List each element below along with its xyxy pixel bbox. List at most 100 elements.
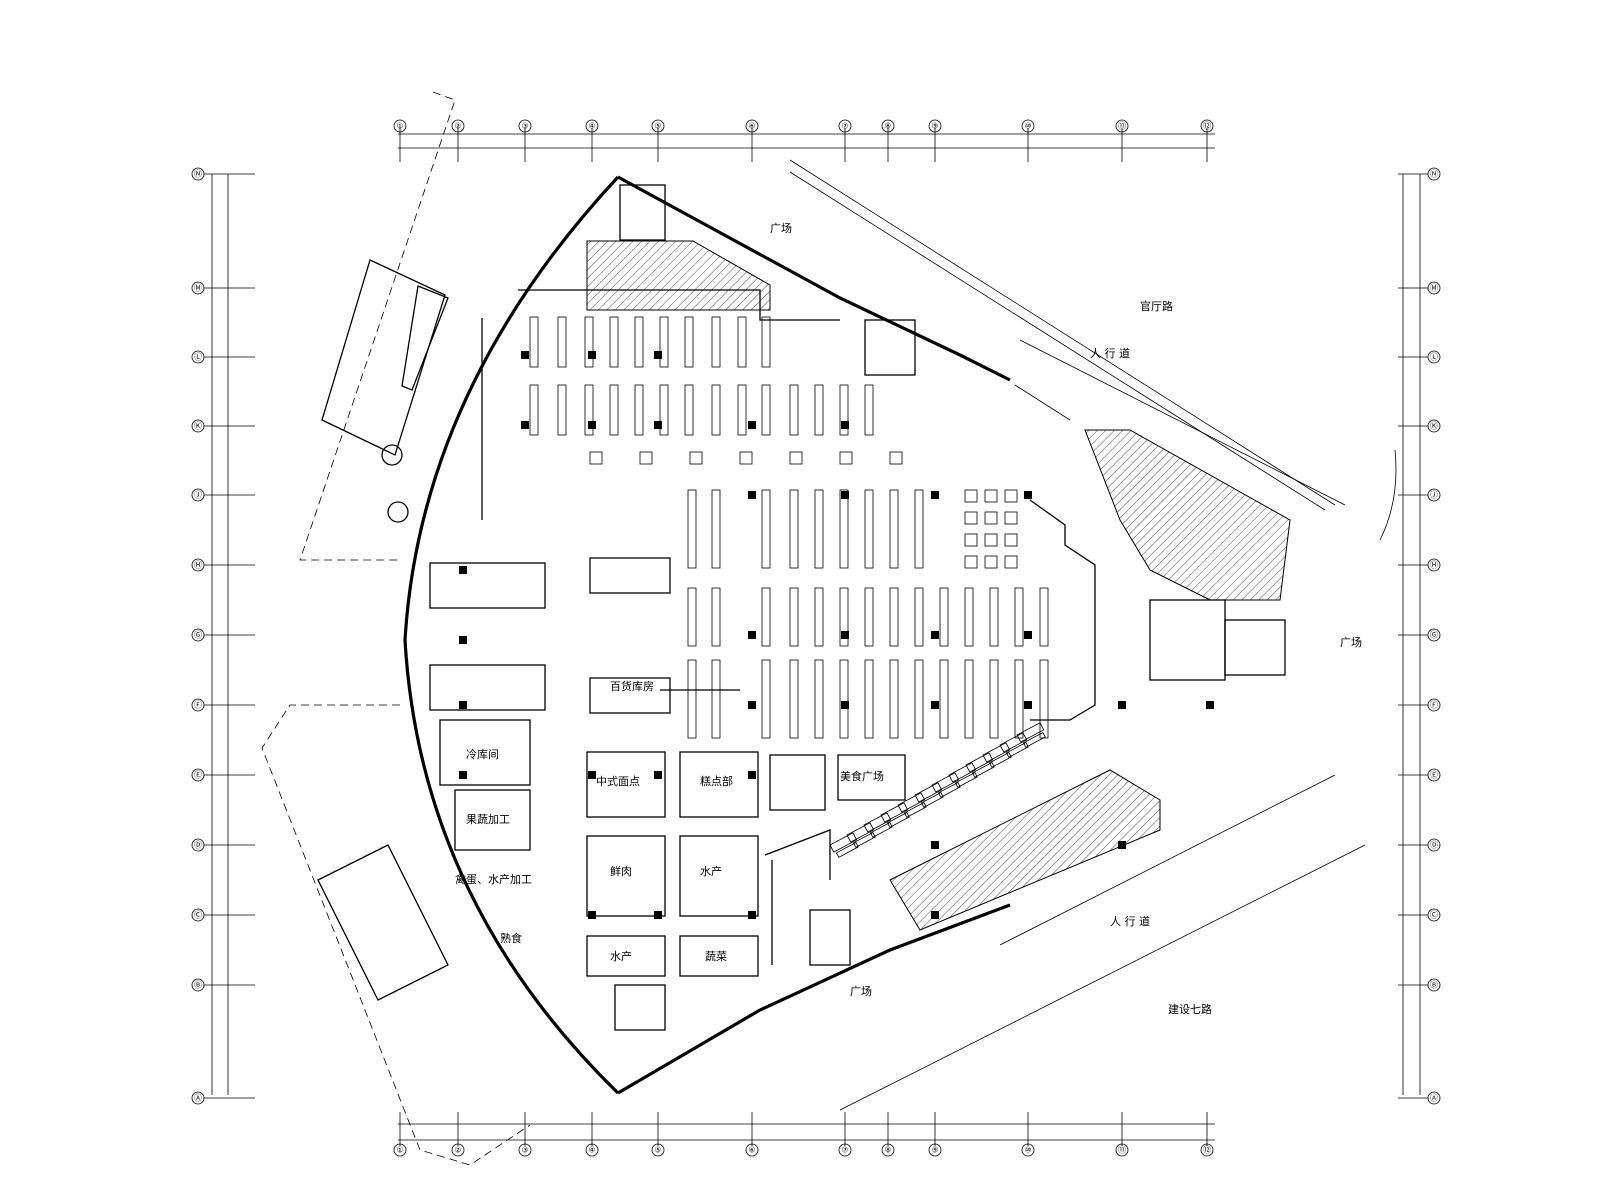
shelf xyxy=(939,587,949,647)
svg-text:Ⓓ: Ⓓ xyxy=(194,841,202,850)
axis-bubble-col: ⑤ xyxy=(651,1143,665,1157)
axis-bubble-col: ② xyxy=(451,119,465,133)
display-case xyxy=(1004,555,1018,569)
structural-column xyxy=(654,911,662,919)
axis-bubble-row: Ⓚ xyxy=(1427,419,1441,433)
shelf xyxy=(839,489,849,569)
shelf xyxy=(684,316,694,368)
axis-bubble-row: Ⓓ xyxy=(1427,838,1441,852)
structural-column xyxy=(931,911,939,919)
shelf xyxy=(889,587,899,647)
structural-column xyxy=(654,351,662,359)
axis-bubble-row: Ⓒ xyxy=(191,908,205,922)
svg-text:②: ② xyxy=(454,122,461,131)
svg-text:Ⓚ: Ⓚ xyxy=(194,422,202,431)
svg-text:⑪: ⑪ xyxy=(1118,122,1126,131)
label-deli: 中式面点 xyxy=(596,775,640,788)
label-seafood-process: 禽蛋、水产加工 xyxy=(455,872,532,886)
svg-text:Ⓝ: Ⓝ xyxy=(194,170,202,179)
svg-text:Ⓒ: Ⓒ xyxy=(1430,911,1438,920)
axis-bubble-col: ⑥ xyxy=(745,119,759,133)
svg-text:④: ④ xyxy=(588,1146,595,1155)
shelf xyxy=(659,316,669,368)
axis-bubble-col: ③ xyxy=(518,119,532,133)
stair-cores xyxy=(429,184,1286,1031)
axis-bubble-row: Ⓝ xyxy=(191,167,205,181)
shelf xyxy=(557,316,567,368)
structural-column xyxy=(748,701,756,709)
structural-column xyxy=(931,701,939,709)
display-case xyxy=(984,533,998,547)
axis-bubble-col: ⑥ xyxy=(745,1143,759,1157)
svg-text:⑧: ⑧ xyxy=(884,122,891,131)
shelf xyxy=(609,316,619,368)
shelf xyxy=(634,384,644,436)
display-case xyxy=(739,451,753,465)
label-road-bottom: 建设七路 xyxy=(1168,1002,1212,1016)
shelf xyxy=(687,659,697,739)
checkout-lane xyxy=(999,732,1029,758)
axis-bubble-col: ⑦ xyxy=(838,119,852,133)
structural-column xyxy=(931,491,939,499)
svg-text:⑩: ⑩ xyxy=(1024,1146,1031,1155)
axis-bubble-col: ① xyxy=(393,1143,407,1157)
svg-text:Ⓙ: Ⓙ xyxy=(1430,491,1438,500)
svg-text:Ⓕ: Ⓕ xyxy=(194,701,202,710)
display-case xyxy=(964,489,978,503)
shelf xyxy=(989,587,999,647)
svg-text:⑪: ⑪ xyxy=(1118,1146,1126,1155)
street-lines xyxy=(789,159,1397,1111)
shelf xyxy=(584,384,594,436)
shelf xyxy=(789,587,799,647)
svg-text:Ⓛ: Ⓛ xyxy=(1430,353,1438,362)
checkout-lane xyxy=(897,792,927,818)
svg-text:Ⓗ: Ⓗ xyxy=(194,561,202,570)
label-water: 水产 xyxy=(610,949,632,963)
axis-bubble-col: ② xyxy=(451,1143,465,1157)
checkout-lane xyxy=(863,812,893,838)
axis-bubble-col: ① xyxy=(393,119,407,133)
hatched-zones xyxy=(586,240,1291,931)
shelf xyxy=(1039,587,1049,647)
display-case xyxy=(889,451,903,465)
axis-bubble-col: ⑨ xyxy=(928,119,942,133)
svg-text:Ⓓ: Ⓓ xyxy=(1430,841,1438,850)
axis-bubble-row: Ⓔ xyxy=(1427,768,1441,782)
shelf xyxy=(761,587,771,647)
structural-columns xyxy=(459,351,1214,919)
svg-text:Ⓑ: Ⓑ xyxy=(194,981,202,990)
checkout-lane xyxy=(846,822,876,848)
shelf xyxy=(529,316,539,368)
svg-text:Ⓛ: Ⓛ xyxy=(194,353,202,362)
display-case xyxy=(964,533,978,547)
svg-text:Ⓕ: Ⓕ xyxy=(1430,701,1438,710)
display-case xyxy=(984,511,998,525)
axis-bubble-col: ⑩ xyxy=(1021,1143,1035,1157)
shelf xyxy=(964,587,974,647)
structural-column xyxy=(748,491,756,499)
column-grid-lines xyxy=(399,128,1208,1146)
display-case xyxy=(1004,511,1018,525)
axis-bubble-col: ⑫ xyxy=(1200,1143,1214,1157)
structural-column xyxy=(931,631,939,639)
axis-bubble-row: Ⓚ xyxy=(191,419,205,433)
shelf xyxy=(761,489,771,569)
shelf xyxy=(964,659,974,739)
structural-column xyxy=(748,771,756,779)
svg-text:Ⓚ: Ⓚ xyxy=(1430,422,1438,431)
axis-bubble-row: Ⓙ xyxy=(191,488,205,502)
axis-bubble-row: Ⓜ xyxy=(191,281,205,295)
label-plaza-top: 广场 xyxy=(770,221,792,235)
display-case xyxy=(839,451,853,465)
shelf xyxy=(711,659,721,739)
label-plaza-right: 广场 xyxy=(1340,635,1362,649)
axis-bubble-col: ⑦ xyxy=(838,1143,852,1157)
checkout-lane xyxy=(931,772,961,798)
svg-text:⑫: ⑫ xyxy=(1203,122,1211,131)
axis-bubble-row: Ⓖ xyxy=(191,628,205,642)
checkout-lane xyxy=(880,802,910,828)
axis-bubble-col: ④ xyxy=(585,119,599,133)
display-case xyxy=(984,555,998,569)
shelf xyxy=(864,659,874,739)
